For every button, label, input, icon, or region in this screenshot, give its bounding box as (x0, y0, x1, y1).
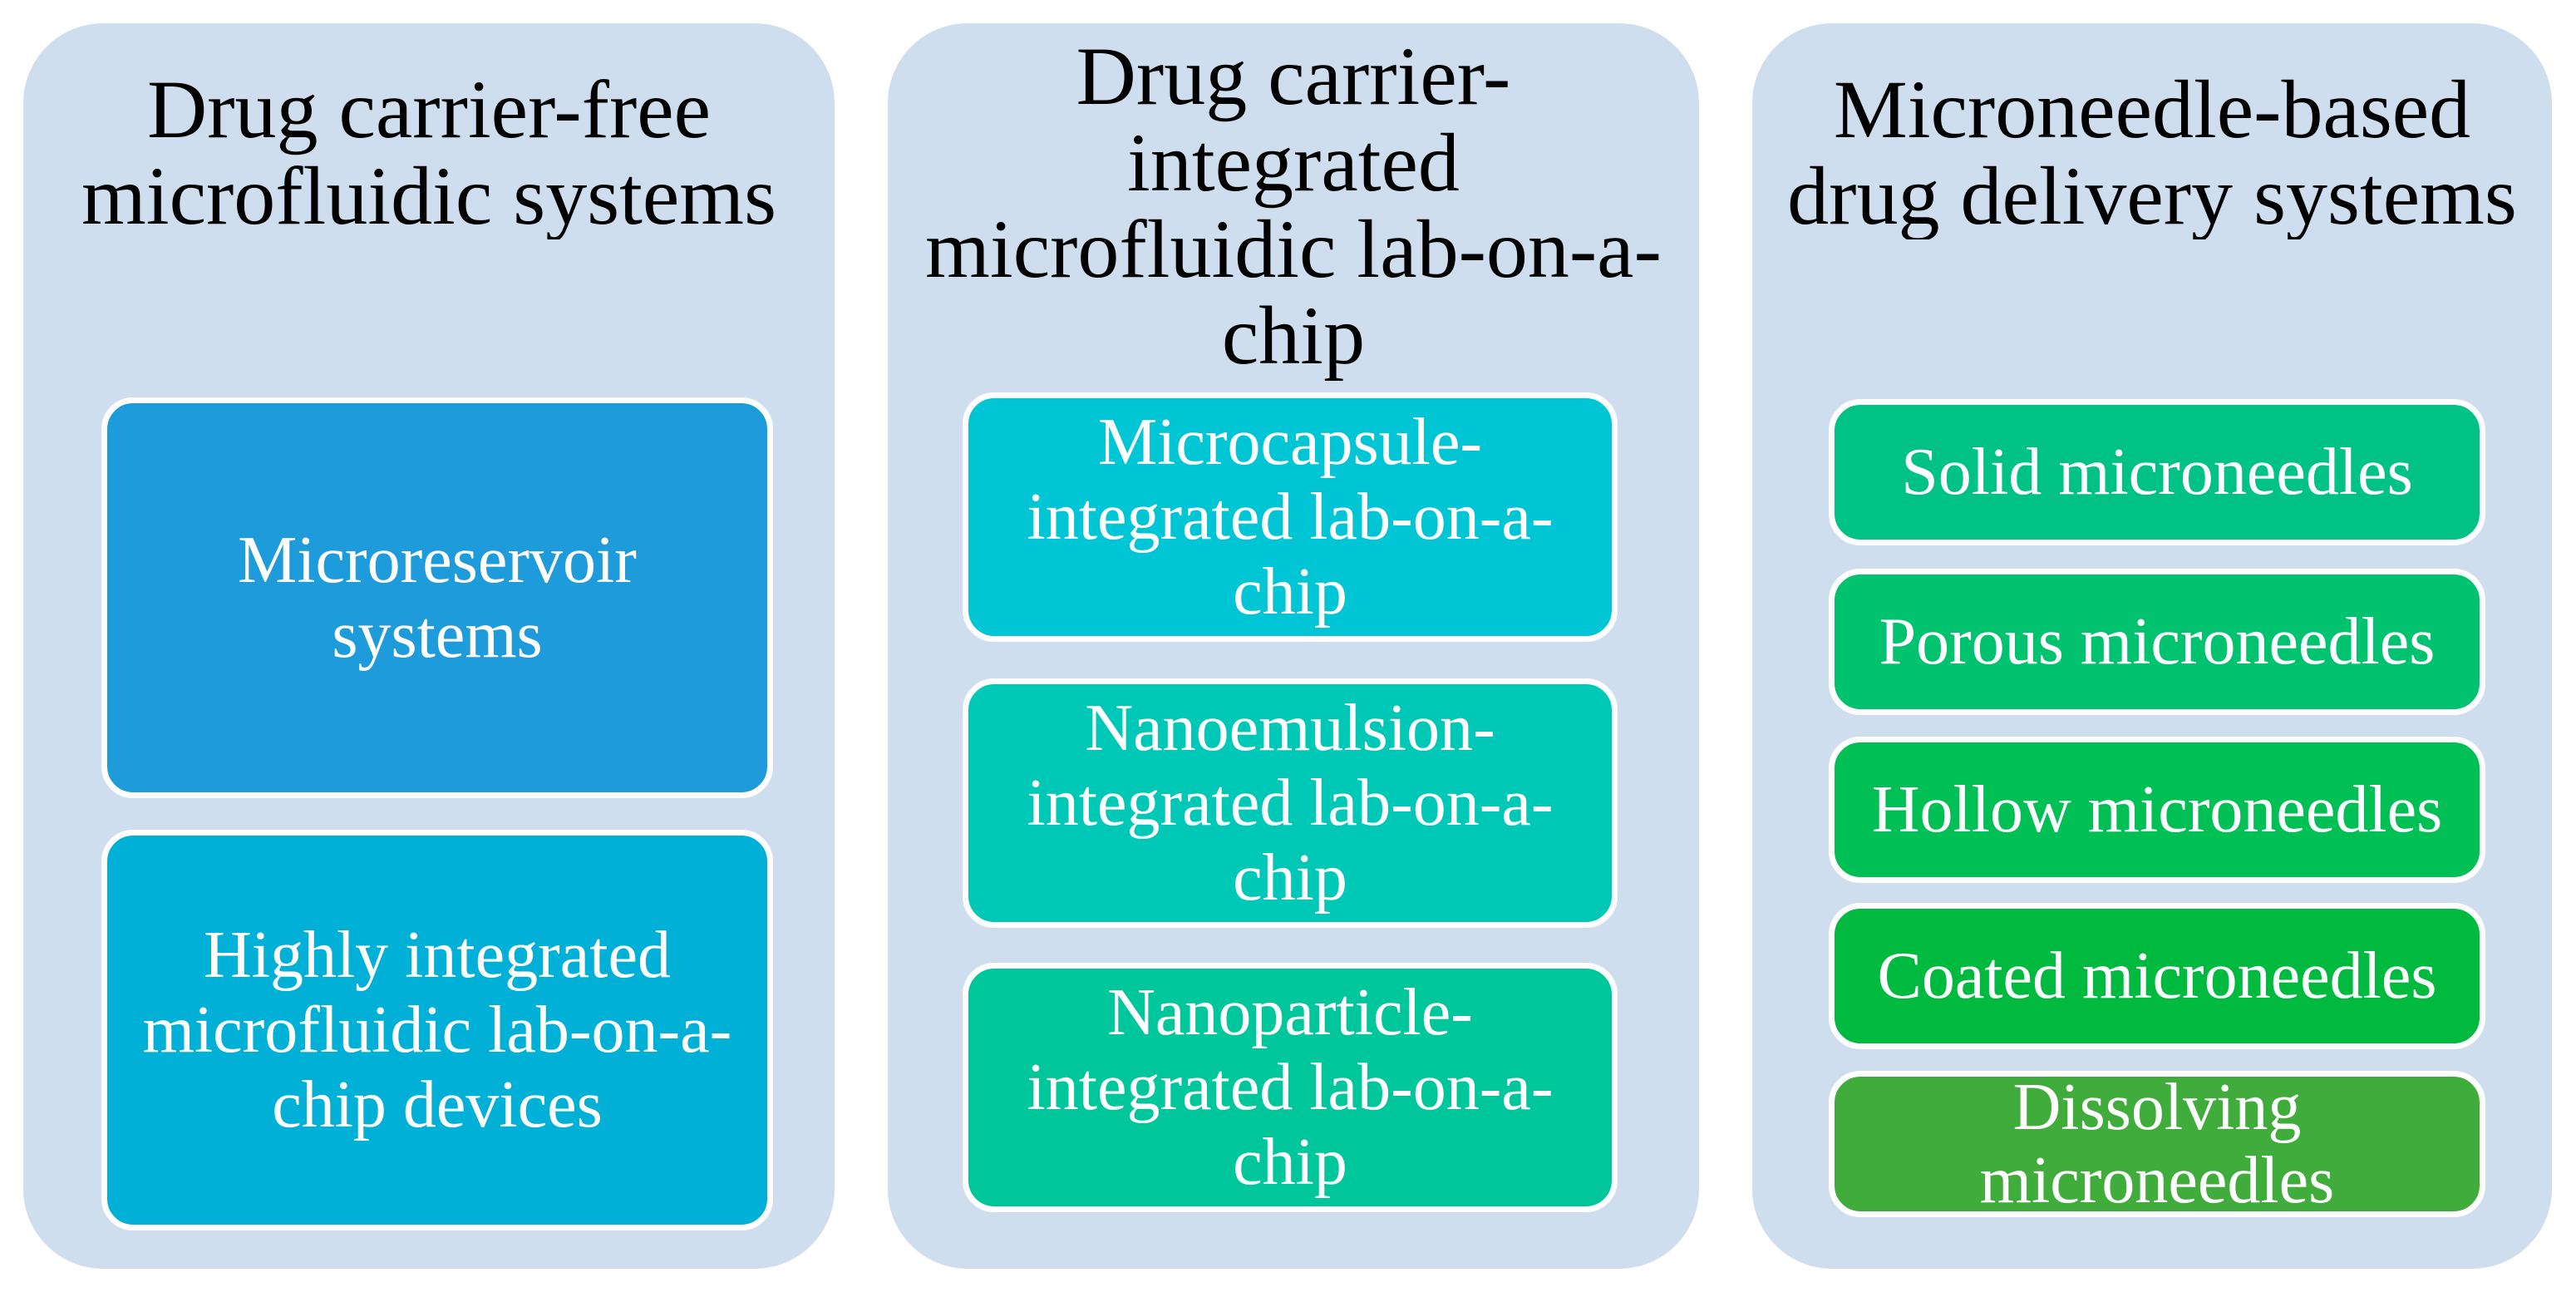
category-box-highly-integrated: Highly integrated microfluidic lab-on-a-… (101, 830, 773, 1230)
category-box-dissolving-microneedles: Dissolving microneedles (1829, 1071, 2485, 1217)
column-drug-carrier-free: Drug carrier-free microfluidic systems M… (23, 23, 835, 1269)
category-box-nanoparticle: Nanoparticle-integrated lab-on-a-chip (963, 963, 1618, 1212)
category-box-coated-microneedles: Coated microneedles (1829, 903, 2485, 1049)
column-microneedle-based: Microneedle-based drug delivery systems … (1752, 23, 2552, 1269)
column-title: Drug carrier-free microfluidic systems (81, 67, 776, 239)
category-box-hollow-microneedles: Hollow microneedles (1829, 737, 2485, 883)
column-title: Microneedle-based drug delivery systems (1787, 67, 2517, 239)
category-box-microreservoir: Microreservoir systems (101, 397, 773, 798)
category-box-porous-microneedles: Porous microneedles (1829, 569, 2485, 715)
category-box-solid-microneedles: Solid microneedles (1829, 399, 2485, 545)
column-title: Drug carrier-integrated microfluidic lab… (925, 33, 1662, 382)
category-box-nanoemulsion: Nanoemulsion-integrated lab-on-a-chip (963, 678, 1618, 928)
category-box-microcapsule: Microcapsule-integrated lab-on-a-chip (963, 392, 1618, 642)
column-drug-carrier-integrated: Drug carrier-integrated microfluidic lab… (888, 23, 1699, 1269)
